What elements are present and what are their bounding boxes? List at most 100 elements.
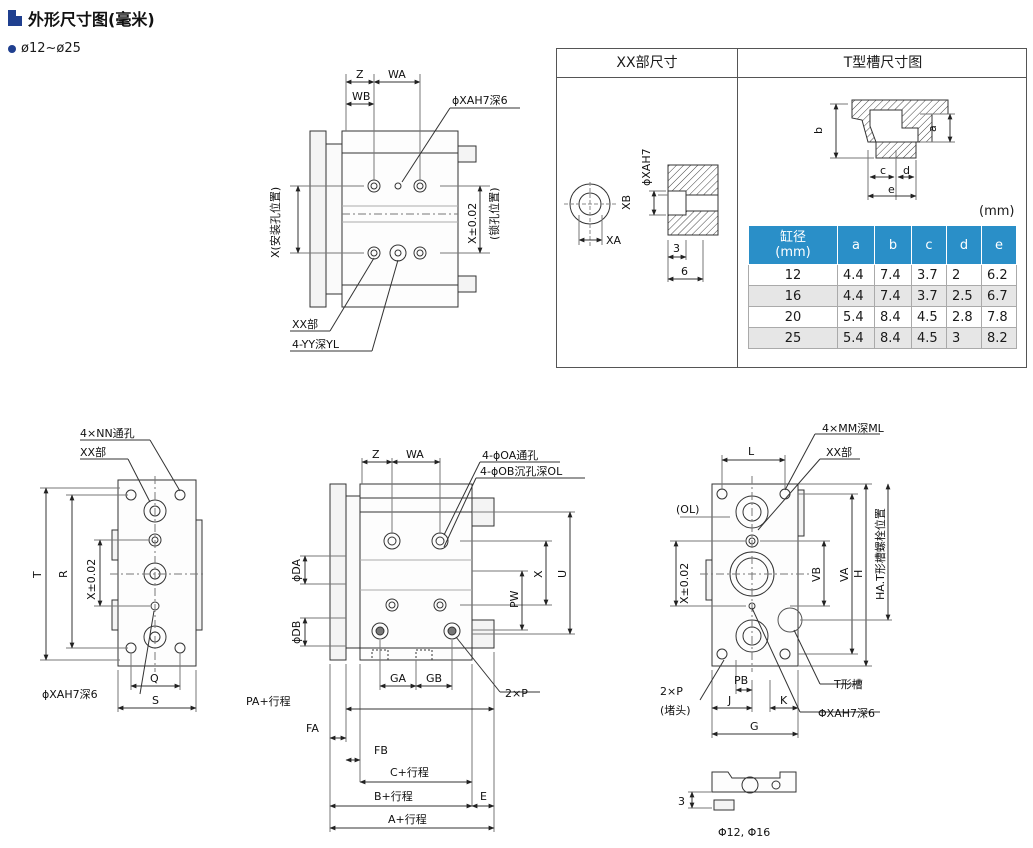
lbl-top-xinstall: X(安装孔位置)	[268, 187, 282, 258]
header-b: b	[874, 225, 912, 265]
table-cell: 2.5	[946, 285, 982, 307]
lbl-mid-fb: FB	[374, 744, 388, 757]
lbl-left-t: T	[31, 571, 44, 579]
lbl-right-tslot: T形槽	[833, 678, 863, 691]
lbl-top-xah7: ϕXAH7深6	[452, 94, 508, 107]
lbl-mid-z: Z	[372, 448, 380, 461]
cell-bore: 25	[748, 327, 838, 349]
lbl-right-xx: XX部	[826, 445, 852, 459]
unit-label: (mm)	[979, 204, 1015, 219]
lbl-top-xx: XX部	[292, 317, 318, 331]
lbl-left-xx: XX部	[80, 445, 106, 459]
lbl-right-k: K	[780, 694, 788, 707]
lbl-right-plug: (堵头)	[660, 703, 691, 717]
lbl-right-va: VA	[838, 567, 851, 582]
bore-range-text: ø12~ø25	[21, 41, 81, 56]
table-cell: 4.4	[837, 264, 875, 286]
lbl-right-p: 2×P	[660, 685, 683, 698]
table-cell: 3	[946, 327, 982, 349]
lbl-right-h: H	[852, 570, 865, 578]
table-cell: 6.2	[981, 264, 1017, 286]
lbl-right-j: J	[727, 694, 731, 707]
lbl-mid-b: B+行程	[374, 790, 413, 803]
lbl-xx-3: 3	[673, 242, 680, 255]
lbl-xx-6: 6	[681, 265, 688, 278]
dimension-panel: XX部尺寸 T型槽尺寸图	[556, 48, 1027, 368]
lbl-mid-x: X	[532, 570, 545, 578]
lbl-right-ol: (OL)	[676, 503, 699, 516]
lbl-mid-pw: PW	[508, 590, 521, 608]
lbl-t-b: b	[812, 127, 825, 134]
top-view	[290, 74, 520, 352]
lbl-mid-u: U	[556, 570, 569, 578]
lbl-mid-db: ϕDB	[290, 621, 303, 644]
lbl-top-wb: WB	[352, 90, 370, 103]
table-cell: 3.7	[911, 264, 947, 286]
lbl-right-x: X±0.02	[678, 563, 691, 604]
title-text: 外形尺寸图(毫米)	[28, 10, 155, 29]
lbl-t-e: e	[888, 183, 895, 196]
lbl-mid-p: 2×P	[505, 687, 528, 700]
lbl-left-xah7: ϕXAH7深6	[42, 688, 98, 701]
right-end-view	[670, 433, 892, 738]
lbl-mid-ob: 4-ϕOB沉孔深OL	[480, 465, 563, 478]
lbl-small-caption: Φ12, Φ16	[718, 826, 770, 839]
lbl-right-ha: HA.T形槽螺栓位置	[873, 508, 887, 600]
table-cell: 8.4	[874, 306, 912, 328]
lbl-top-xlock2: (锁孔位置)	[487, 187, 501, 240]
header-bore-bottom: (mm)	[775, 245, 811, 260]
lbl-small-3: 3	[678, 795, 685, 808]
table-cell: 7.8	[981, 306, 1017, 328]
table-cell: 7.4	[874, 264, 912, 286]
lbl-left-s: S	[152, 694, 159, 707]
header-bore: 缸径 (mm)	[748, 225, 838, 265]
left-end-view	[40, 439, 205, 712]
lbl-t-d: d	[903, 164, 910, 177]
header-e: e	[981, 225, 1017, 265]
header-a: a	[837, 225, 875, 265]
t-slot-title: T型槽尺寸图	[843, 55, 923, 71]
lbl-right-g: G	[750, 720, 759, 733]
lbl-xx-xah7: ϕXAH7	[640, 148, 653, 186]
lbl-mid-pa: PA+行程	[246, 695, 291, 708]
lbl-mid-e: E	[480, 790, 487, 803]
t-slot-detail	[830, 99, 955, 200]
panel-divider	[737, 49, 738, 367]
cell-bore: 12	[748, 264, 838, 286]
lbl-left-q: Q	[150, 672, 159, 685]
lbl-left-r: R	[57, 570, 70, 578]
lbl-xx-xa: XA	[606, 234, 622, 247]
lbl-right-vb: VB	[810, 567, 823, 582]
lbl-mid-da: ϕDA	[290, 558, 303, 582]
header-bore-top: 缸径	[779, 230, 806, 245]
lbl-left-nn: 4×NN通孔	[80, 427, 135, 440]
header-c: c	[911, 225, 947, 265]
table-cell: 5.4	[837, 327, 875, 349]
table-cell: 8.2	[981, 327, 1017, 349]
lbl-left-x: X±0.02	[85, 559, 98, 600]
lbl-t-c: c	[880, 164, 886, 177]
lbl-t-a: a	[926, 125, 939, 132]
lbl-xx-xb: XB	[620, 195, 633, 210]
panel-header: XX部尺寸 T型槽尺寸图	[557, 49, 1026, 78]
title-marker-icon	[8, 10, 22, 26]
lbl-top-xlock: X±0.02	[466, 203, 479, 244]
lbl-top-wa: WA	[388, 68, 406, 81]
side-view	[300, 458, 585, 832]
xx-detail-title: XX部尺寸	[616, 55, 678, 71]
lbl-mid-fa: FA	[306, 722, 319, 735]
lbl-mid-ga: GA	[390, 672, 407, 685]
header-d: d	[946, 225, 982, 265]
lbl-mid-gb: GB	[426, 672, 442, 685]
bullet-icon	[8, 44, 16, 53]
lbl-right-mm: 4×MM深ML	[822, 422, 885, 435]
lbl-top-yy: 4-YY深YL	[292, 338, 340, 351]
lbl-mid-wa: WA	[406, 448, 424, 461]
lbl-right-xah7: ΦXAH7深6	[818, 707, 875, 720]
